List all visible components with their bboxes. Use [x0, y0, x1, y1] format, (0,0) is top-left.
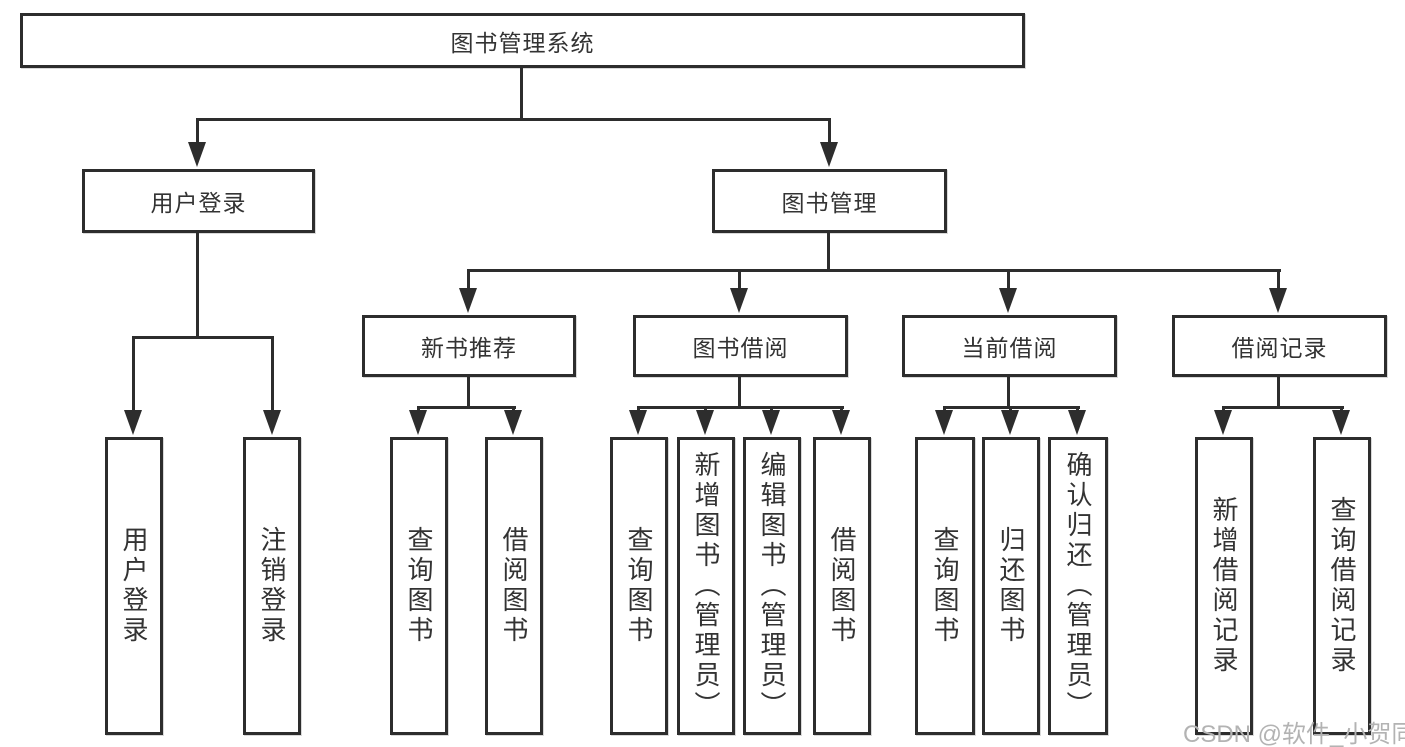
connector-arrowhead [504, 410, 522, 435]
connector-arrow-shaft [1222, 406, 1225, 411]
leaf-edit-books-admin: 编辑图书（管理员） [743, 437, 801, 735]
connector-arrow-shaft [637, 406, 640, 411]
connector-arrow-shaft [943, 406, 946, 411]
node-book-management-label: 图书管理 [781, 190, 878, 216]
connector-arrow-shaft [840, 406, 843, 411]
connector-arrow-shaft [738, 269, 741, 289]
leaf-query-books-3: 查询图书 [915, 437, 975, 735]
connector-arrowhead [124, 410, 142, 435]
node-book-management: 图书管理 [712, 169, 947, 233]
leaf-user-login-label: 用户登录 [119, 526, 149, 646]
connector-arrow-shaft [467, 269, 470, 289]
connector-arrow-shaft [271, 336, 274, 411]
connector-arrow-shaft [1277, 269, 1280, 289]
connector-vline [1007, 377, 1010, 407]
leaf-return-books: 归还图书 [982, 437, 1040, 735]
leaf-query-books-2: 查询图书 [610, 437, 668, 735]
node-root: 图书管理系统 [20, 13, 1025, 68]
leaf-confirm-return-admin: 确认归还（管理员） [1048, 437, 1108, 735]
connector-arrow-shaft [132, 336, 135, 411]
node-borrow-records-label: 借阅记录 [1231, 335, 1328, 361]
connector-arrow-shaft [1340, 406, 1343, 411]
connector-arrowhead [459, 288, 477, 313]
connector-hline [467, 269, 1281, 272]
connector-arrow-shaft [512, 406, 515, 411]
connector-hline [196, 118, 831, 121]
connector-hline [417, 406, 516, 409]
connector-arrow-shaft [770, 406, 773, 411]
watermark: CSDN @软件_小贺同学 [1183, 721, 1405, 747]
connector-arrowhead [1269, 288, 1287, 313]
leaf-logout-label: 注销登录 [257, 526, 287, 646]
connector-arrow-shaft [1009, 406, 1012, 411]
connector-arrowhead [762, 410, 780, 435]
node-current-borrow: 当前借阅 [902, 315, 1117, 377]
node-borrow-records: 借阅记录 [1172, 315, 1387, 377]
leaf-query-borrow-record: 查询借阅记录 [1313, 437, 1371, 735]
leaf-edit-books-admin-label: 编辑图书（管理员） [757, 451, 787, 721]
connector-arrowhead [730, 288, 748, 313]
leaf-query-books-1: 查询图书 [390, 437, 448, 735]
connector-arrowhead [1214, 410, 1232, 435]
node-new-book-recommend-label: 新书推荐 [421, 335, 517, 361]
leaf-borrow-books-1-label: 借阅图书 [499, 526, 529, 646]
leaf-add-books-admin-label: 新增图书（管理员） [691, 451, 721, 721]
leaf-add-borrow-record-label: 新增借阅记录 [1209, 496, 1239, 676]
connector-vline [520, 68, 523, 119]
connector-arrow-shaft [196, 118, 199, 143]
node-book-borrow-label: 图书借阅 [692, 335, 789, 361]
leaf-borrow-books-2-label: 借阅图书 [827, 526, 857, 646]
leaf-query-borrow-record-label: 查询借阅记录 [1327, 496, 1357, 676]
connector-arrow-shaft [1076, 406, 1079, 411]
connector-arrow-shaft [704, 406, 707, 411]
connector-arrow-shaft [828, 118, 831, 143]
leaf-query-books-3-label: 查询图书 [930, 526, 960, 646]
leaf-add-books-admin: 新增图书（管理员） [677, 437, 735, 735]
connector-arrowhead [409, 410, 427, 435]
connector-arrowhead [188, 142, 206, 167]
leaf-borrow-books-2: 借阅图书 [813, 437, 871, 735]
connector-arrowhead [263, 410, 281, 435]
connector-arrowhead [832, 410, 850, 435]
connector-arrow-shaft [417, 406, 420, 411]
leaf-query-books-2-label: 查询图书 [624, 526, 654, 646]
connector-vline [196, 233, 199, 337]
node-user-login: 用户登录 [82, 169, 315, 233]
node-user-login-label: 用户登录 [150, 190, 247, 216]
connector-hline [637, 406, 844, 409]
leaf-borrow-books-1: 借阅图书 [485, 437, 543, 735]
connector-hline [1222, 406, 1344, 409]
leaf-return-books-label: 归还图书 [996, 526, 1026, 646]
node-current-borrow-label: 当前借阅 [961, 335, 1058, 361]
connector-vline [1277, 377, 1280, 407]
connector-arrowhead [629, 410, 647, 435]
connector-arrowhead [1068, 410, 1086, 435]
leaf-logout: 注销登录 [243, 437, 301, 735]
node-root-label: 图书管理系统 [450, 29, 595, 56]
node-new-book-recommend: 新书推荐 [362, 315, 576, 377]
leaf-add-borrow-record: 新增借阅记录 [1195, 437, 1253, 735]
leaf-confirm-return-admin-label: 确认归还（管理员） [1063, 451, 1093, 721]
connector-arrow-shaft [1007, 269, 1010, 289]
connector-vline [467, 377, 470, 407]
connector-arrowhead [1332, 410, 1350, 435]
connector-hline [132, 336, 274, 339]
node-book-borrow: 图书借阅 [633, 315, 848, 377]
leaf-user-login: 用户登录 [105, 437, 163, 735]
leaf-query-books-1-label: 查询图书 [404, 526, 434, 646]
connector-arrowhead [1001, 410, 1019, 435]
connector-arrowhead [935, 410, 953, 435]
connector-vline [738, 377, 741, 407]
connector-arrowhead [696, 410, 714, 435]
connector-arrowhead [820, 142, 838, 167]
connector-arrowhead [999, 288, 1017, 313]
connector-vline [827, 233, 830, 270]
